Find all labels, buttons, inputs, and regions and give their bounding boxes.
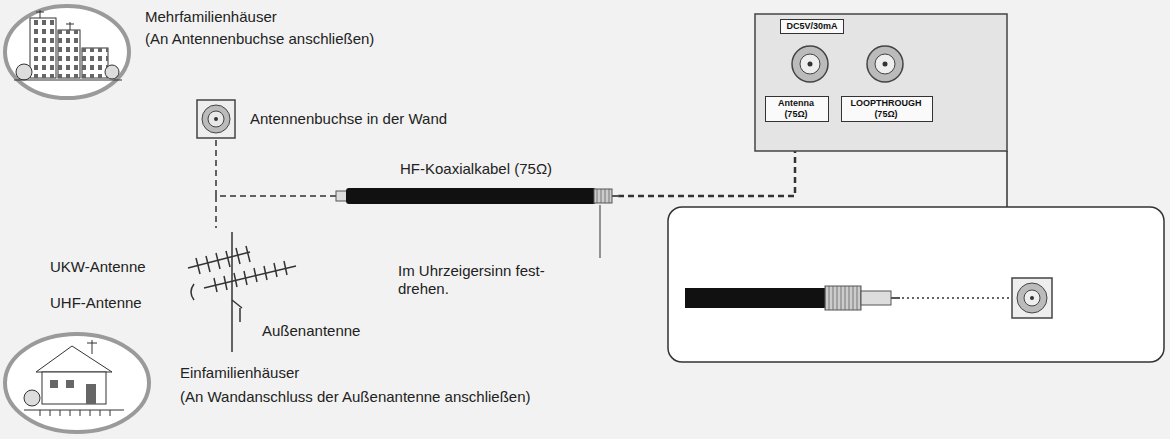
- inset-detail: [668, 207, 1164, 362]
- apartment-icon: [5, 6, 129, 98]
- part-label: Antennenbuchse in der Wand: [250, 110, 447, 128]
- port-text: Antenna (75Ω): [770, 98, 822, 120]
- wall-socket: [197, 100, 235, 138]
- instruction-text: Im Uhrzeigersinn fest- drehen.: [398, 262, 563, 298]
- building-type: Einfamilienhäuser: [180, 364, 299, 382]
- port-text: DC5V/30mA: [785, 21, 839, 32]
- part-label: UHF-Antenne: [50, 294, 142, 312]
- part-label: HF-Koaxialkabel (75Ω): [400, 160, 552, 178]
- rating-box: DC5V/30mA: [780, 19, 844, 34]
- part-label: Außenantenne: [262, 322, 360, 340]
- port-label-box: LOOPTHROUGH (75Ω): [841, 96, 933, 122]
- hint-text: (An Antennenbuchse anschließen): [145, 30, 374, 48]
- tv-panel: [755, 14, 1007, 207]
- port-label-box: Antenna (75Ω): [765, 96, 829, 122]
- house-icon: [5, 334, 149, 432]
- leader-line: [600, 205, 601, 258]
- coax-cable: [336, 188, 619, 258]
- hint-text: (An Wandanschluss der Außenantenne ansch…: [180, 388, 531, 406]
- port-text: LOOPTHROUGH (75Ω): [846, 98, 926, 120]
- part-label: UKW-Antenne: [50, 258, 146, 276]
- building-type: Mehrfamilienhäuser: [145, 8, 277, 26]
